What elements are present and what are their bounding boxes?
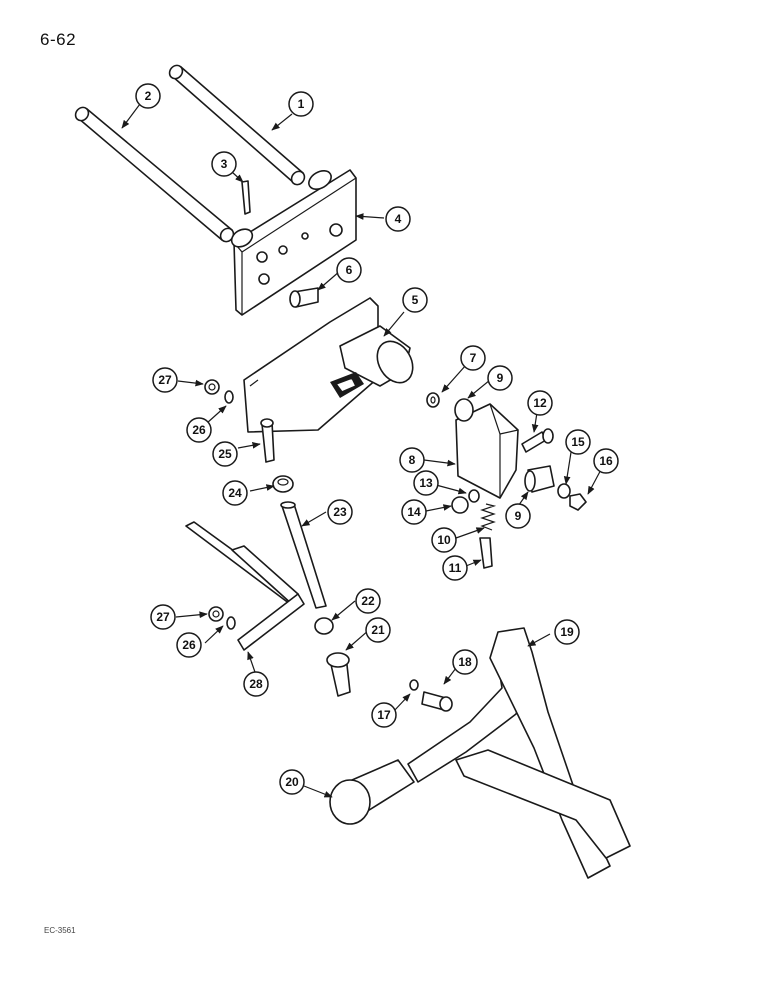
svg-text:21: 21 bbox=[371, 623, 385, 637]
svg-text:27: 27 bbox=[158, 373, 172, 387]
callout-9-lower: 9 bbox=[505, 503, 531, 529]
nut-part-22 bbox=[314, 617, 334, 635]
screw-part-12 bbox=[521, 428, 554, 453]
svg-text:18: 18 bbox=[458, 655, 472, 669]
svg-text:24: 24 bbox=[228, 486, 242, 500]
svg-text:19: 19 bbox=[560, 625, 574, 639]
stud-part-25 bbox=[260, 418, 275, 463]
callout-6: 6 bbox=[336, 257, 362, 283]
callout-8: 8 bbox=[399, 447, 425, 473]
svg-text:15: 15 bbox=[571, 435, 585, 449]
callout-5: 5 bbox=[402, 287, 428, 313]
nut-part-27-lower bbox=[208, 606, 224, 622]
mounting-plate-part-4 bbox=[230, 169, 357, 316]
callout-7: 7 bbox=[460, 345, 486, 371]
nut-part-14 bbox=[451, 496, 469, 514]
svg-text:20: 20 bbox=[285, 775, 299, 789]
callout-27-upper: 27 bbox=[152, 367, 178, 393]
bolt-part-18 bbox=[421, 691, 453, 712]
callout-16: 16 bbox=[593, 448, 619, 474]
lever-part-19 bbox=[407, 627, 631, 879]
rod-part-23 bbox=[280, 501, 327, 609]
svg-text:2: 2 bbox=[145, 89, 152, 103]
callout-9-upper: 9 bbox=[487, 365, 513, 391]
svg-text:25: 25 bbox=[218, 447, 232, 461]
callout-21: 21 bbox=[365, 617, 391, 643]
crank-part-28 bbox=[185, 521, 305, 651]
washer-part-17 bbox=[409, 679, 419, 691]
callout-25: 25 bbox=[212, 441, 238, 467]
callout-26-upper: 26 bbox=[186, 417, 212, 443]
callout-11: 11 bbox=[442, 555, 468, 581]
svg-text:10: 10 bbox=[437, 533, 451, 547]
svg-text:17: 17 bbox=[377, 708, 391, 722]
callout-4: 4 bbox=[385, 206, 411, 232]
callout-14: 14 bbox=[401, 499, 427, 525]
svg-text:7: 7 bbox=[470, 351, 477, 365]
nut-part-24 bbox=[272, 475, 294, 493]
callout-27-lower: 27 bbox=[150, 604, 176, 630]
svg-text:4: 4 bbox=[395, 212, 402, 226]
svg-text:9: 9 bbox=[497, 371, 504, 385]
svg-text:14: 14 bbox=[407, 505, 421, 519]
callout-13: 13 bbox=[413, 470, 439, 496]
callout-15: 15 bbox=[565, 429, 591, 455]
washer-part-7 bbox=[426, 392, 440, 408]
washer-part-26-lower bbox=[226, 616, 236, 630]
callout-28: 28 bbox=[243, 671, 269, 697]
callout-23: 23 bbox=[327, 499, 353, 525]
block-part-8 bbox=[454, 398, 519, 499]
pin-part-3 bbox=[241, 180, 251, 215]
svg-text:13: 13 bbox=[419, 476, 433, 490]
svg-text:23: 23 bbox=[333, 505, 347, 519]
callout-3: 3 bbox=[211, 151, 237, 177]
callout-20: 20 bbox=[279, 769, 305, 795]
svg-text:6: 6 bbox=[346, 263, 353, 277]
callout-18: 18 bbox=[452, 649, 478, 675]
callout-12: 12 bbox=[527, 390, 553, 416]
bracket-part-5 bbox=[243, 297, 414, 433]
rod-part-2 bbox=[74, 106, 235, 243]
callout-1: 1 bbox=[288, 91, 314, 117]
page-number: 6-62 bbox=[40, 30, 77, 49]
svg-text:9: 9 bbox=[515, 509, 522, 523]
rod-part-1 bbox=[168, 64, 306, 186]
svg-text:1: 1 bbox=[298, 97, 305, 111]
bolt-part-11 bbox=[479, 537, 493, 569]
figure-code: EC-3561 bbox=[44, 926, 76, 935]
callout-22: 22 bbox=[355, 588, 381, 614]
svg-text:5: 5 bbox=[412, 293, 419, 307]
callout-2: 2 bbox=[135, 83, 161, 109]
svg-text:16: 16 bbox=[599, 454, 613, 468]
svg-text:12: 12 bbox=[533, 396, 547, 410]
callout-10: 10 bbox=[431, 527, 457, 553]
callout-17: 17 bbox=[371, 702, 397, 728]
washer-part-26-upper bbox=[224, 390, 234, 404]
spring-part-10 bbox=[480, 503, 497, 531]
svg-text:3: 3 bbox=[221, 157, 228, 171]
svg-text:11: 11 bbox=[449, 561, 462, 575]
svg-text:26: 26 bbox=[182, 638, 196, 652]
nut-part-16 bbox=[569, 493, 587, 511]
svg-text:26: 26 bbox=[192, 423, 206, 437]
callout-19: 19 bbox=[554, 619, 580, 645]
svg-text:8: 8 bbox=[409, 453, 416, 467]
washer-part-13 bbox=[468, 489, 480, 503]
bushing-part-6 bbox=[289, 287, 319, 308]
nut-part-27-upper bbox=[204, 379, 220, 395]
svg-text:27: 27 bbox=[156, 610, 170, 624]
washer-part-15 bbox=[557, 483, 571, 499]
callout-26-lower: 26 bbox=[176, 632, 202, 658]
callout-24: 24 bbox=[222, 480, 248, 506]
bolt-part-21 bbox=[326, 652, 351, 697]
svg-text:22: 22 bbox=[361, 594, 375, 608]
bushing-part-9-lower bbox=[524, 465, 555, 493]
svg-text:28: 28 bbox=[249, 677, 263, 691]
knob-part-20 bbox=[329, 759, 415, 825]
